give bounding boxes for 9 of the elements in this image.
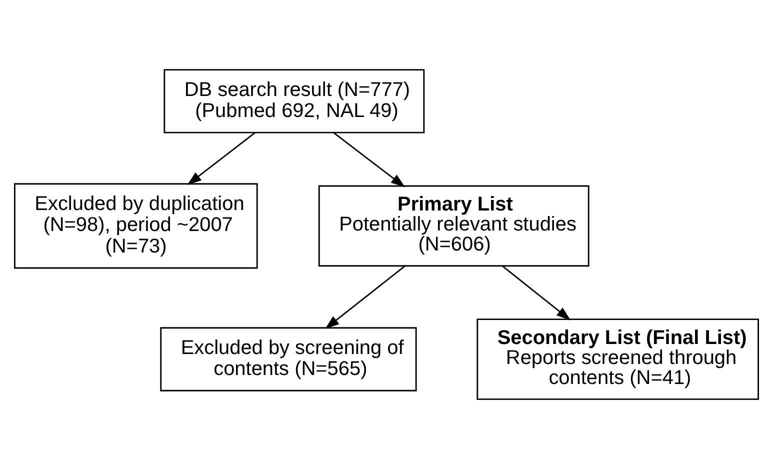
arrow [186, 132, 255, 185]
node-box: Excluded by screening of contents (N=565) [160, 326, 416, 391]
arrow [332, 132, 405, 187]
arrow [502, 265, 570, 320]
node-box: DB search result (N=777) (Pubmed 692, NAL 49) [163, 68, 424, 133]
node-box: Secondary List (Final List) Reports screened through contents (N=41) [476, 318, 758, 400]
arrow [324, 265, 405, 329]
node-box: Primary List Potentially relevant studies (N=606) [318, 184, 589, 266]
node-box: Excluded by duplication (N=98), period ~2007 (N=73) [14, 182, 258, 268]
